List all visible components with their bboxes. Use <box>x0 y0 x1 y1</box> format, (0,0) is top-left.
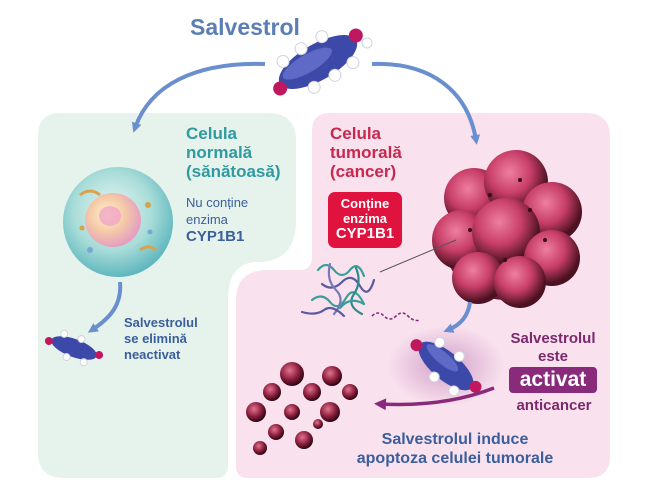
diagram-title: Salvestrol <box>190 14 300 40</box>
elimination-line: neactivat <box>124 347 181 362</box>
wavy-interaction-arrow <box>371 312 421 322</box>
enzyme-badge: Conține enzima CYP1B1 <box>328 192 402 248</box>
apoptosis-text: Salvestrolul induce apoptoza celulei tum… <box>340 430 570 468</box>
apoptotic-cells-icon <box>246 362 358 455</box>
normal-cell-desc-line: Nu conține <box>186 195 249 210</box>
activation-text: Salvestrolul este <box>494 330 612 366</box>
normal-cell-enzyme: CYP1B1 <box>186 228 245 245</box>
arrow-to-apoptosis <box>374 386 495 411</box>
enzyme-badge-line: Conține <box>340 196 390 211</box>
tumor-cell-title-line: (cancer) <box>330 162 397 181</box>
tumor-mass-icon <box>432 150 582 308</box>
tumor-cell-title-line: tumorală <box>330 143 402 162</box>
arrow-to-elimination <box>87 281 123 333</box>
elimination-line: Salvestrolul <box>124 315 198 330</box>
inactive-molecule-icon <box>44 329 104 367</box>
enzyme-protein-icon <box>300 262 376 318</box>
tumor-cell-title-line: Celula <box>330 124 382 143</box>
enzyme-badge-line: enzima <box>342 211 388 226</box>
activated-molecule-icon <box>410 336 482 397</box>
activated-badge: activat <box>509 367 597 393</box>
normal-cell-title: Celula normală (sănătoasă) <box>186 124 280 181</box>
normal-cell-title-line: normală <box>186 143 253 162</box>
normal-cell-title-line: (sănătoasă) <box>186 162 281 181</box>
arrow-to-tumor-cell <box>371 61 481 145</box>
salvestrol-molecule-icon <box>273 28 373 96</box>
anticancer-label: anticancer <box>516 397 592 414</box>
apoptosis-line: apoptoza celulei tumorale <box>356 450 554 467</box>
activation-line: Salvestrolul <box>510 330 596 347</box>
apoptosis-line: Salvestrolul induce <box>381 431 529 448</box>
normal-cell-description: Nu conține enzima CYP1B1 <box>186 194 248 245</box>
enzyme-pointer-line <box>379 239 457 273</box>
normal-cell-title-line: Celula <box>186 124 238 143</box>
enzyme-badge-name: CYP1B1 <box>335 225 395 242</box>
normal-cell-icon <box>63 167 173 277</box>
elimination-line: se elimină <box>124 331 187 346</box>
elimination-text: Salvestrolul se elimină neactivat <box>124 315 198 363</box>
activation-line: este <box>537 348 569 365</box>
tumor-cell-title: Celula tumorală (cancer) <box>330 124 402 181</box>
arrow-to-normal-cell <box>131 61 266 133</box>
normal-cell-desc-line: enzima <box>186 212 228 227</box>
